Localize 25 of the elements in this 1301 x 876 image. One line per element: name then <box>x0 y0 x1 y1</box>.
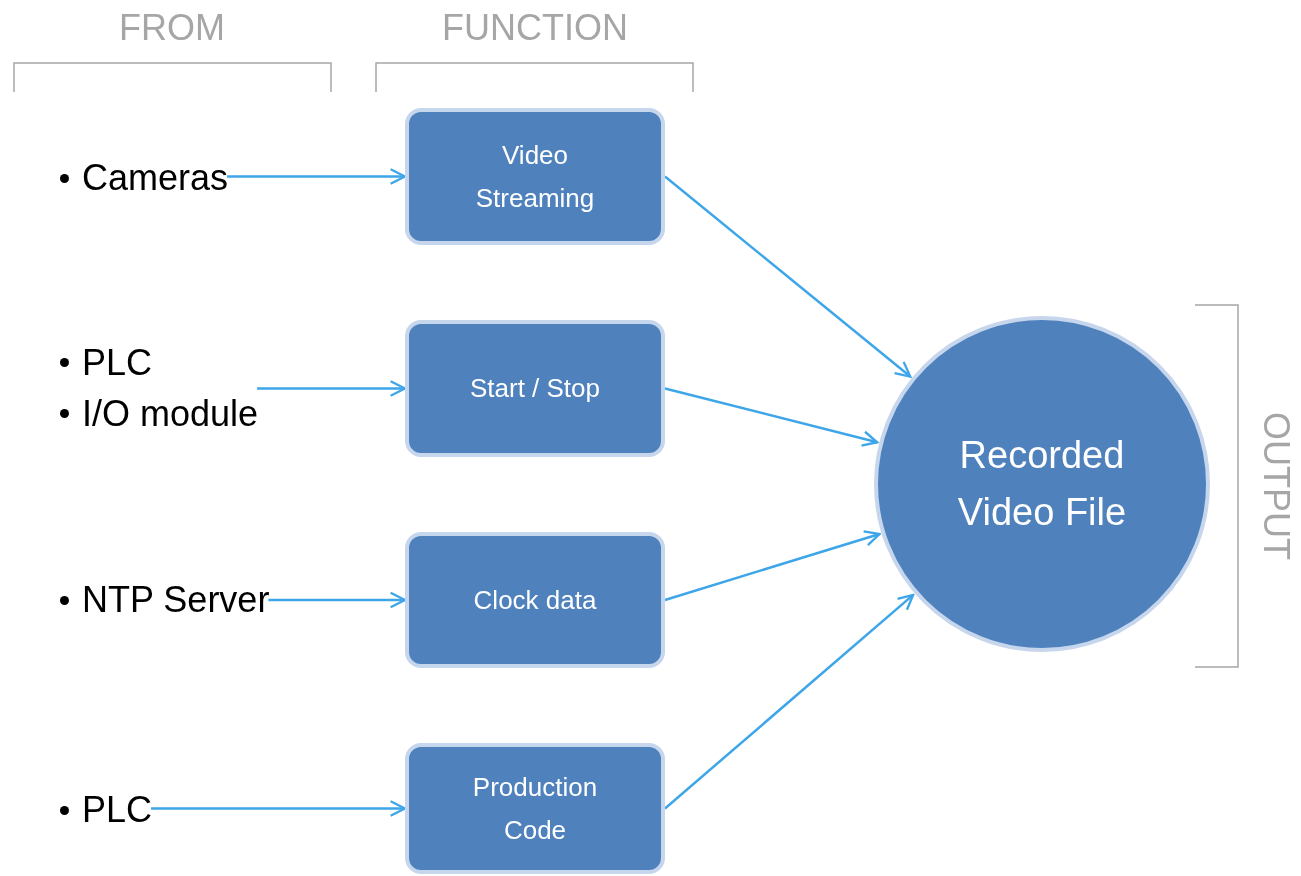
arrow <box>268 591 407 609</box>
arrow <box>227 168 407 185</box>
source-text: PLC <box>82 340 153 384</box>
source-text: PLC <box>82 788 153 832</box>
process-box <box>405 532 665 668</box>
column-heading: FUNCTION <box>442 7 628 49</box>
process-box <box>405 108 665 245</box>
source-text: I/O module <box>82 392 259 436</box>
source-text: Cameras <box>82 156 229 200</box>
arrow <box>664 175 912 378</box>
arrow <box>664 387 879 447</box>
arrow <box>257 380 407 397</box>
process-box <box>405 320 665 457</box>
output-label: Recorded Video File <box>956 433 1128 535</box>
source-text: NTP Server <box>82 578 270 622</box>
column-heading: FROM <box>119 7 225 49</box>
column-heading: OUTPUT <box>1255 412 1297 560</box>
process-box <box>405 743 665 874</box>
function-label: Video Streaming <box>474 138 596 215</box>
function-label: Clock data <box>473 583 597 617</box>
function-label: Production Code <box>471 770 599 847</box>
function-label: Start / Stop <box>469 372 601 406</box>
arrow <box>664 530 881 602</box>
arrow <box>151 800 407 817</box>
arrow <box>664 593 915 810</box>
